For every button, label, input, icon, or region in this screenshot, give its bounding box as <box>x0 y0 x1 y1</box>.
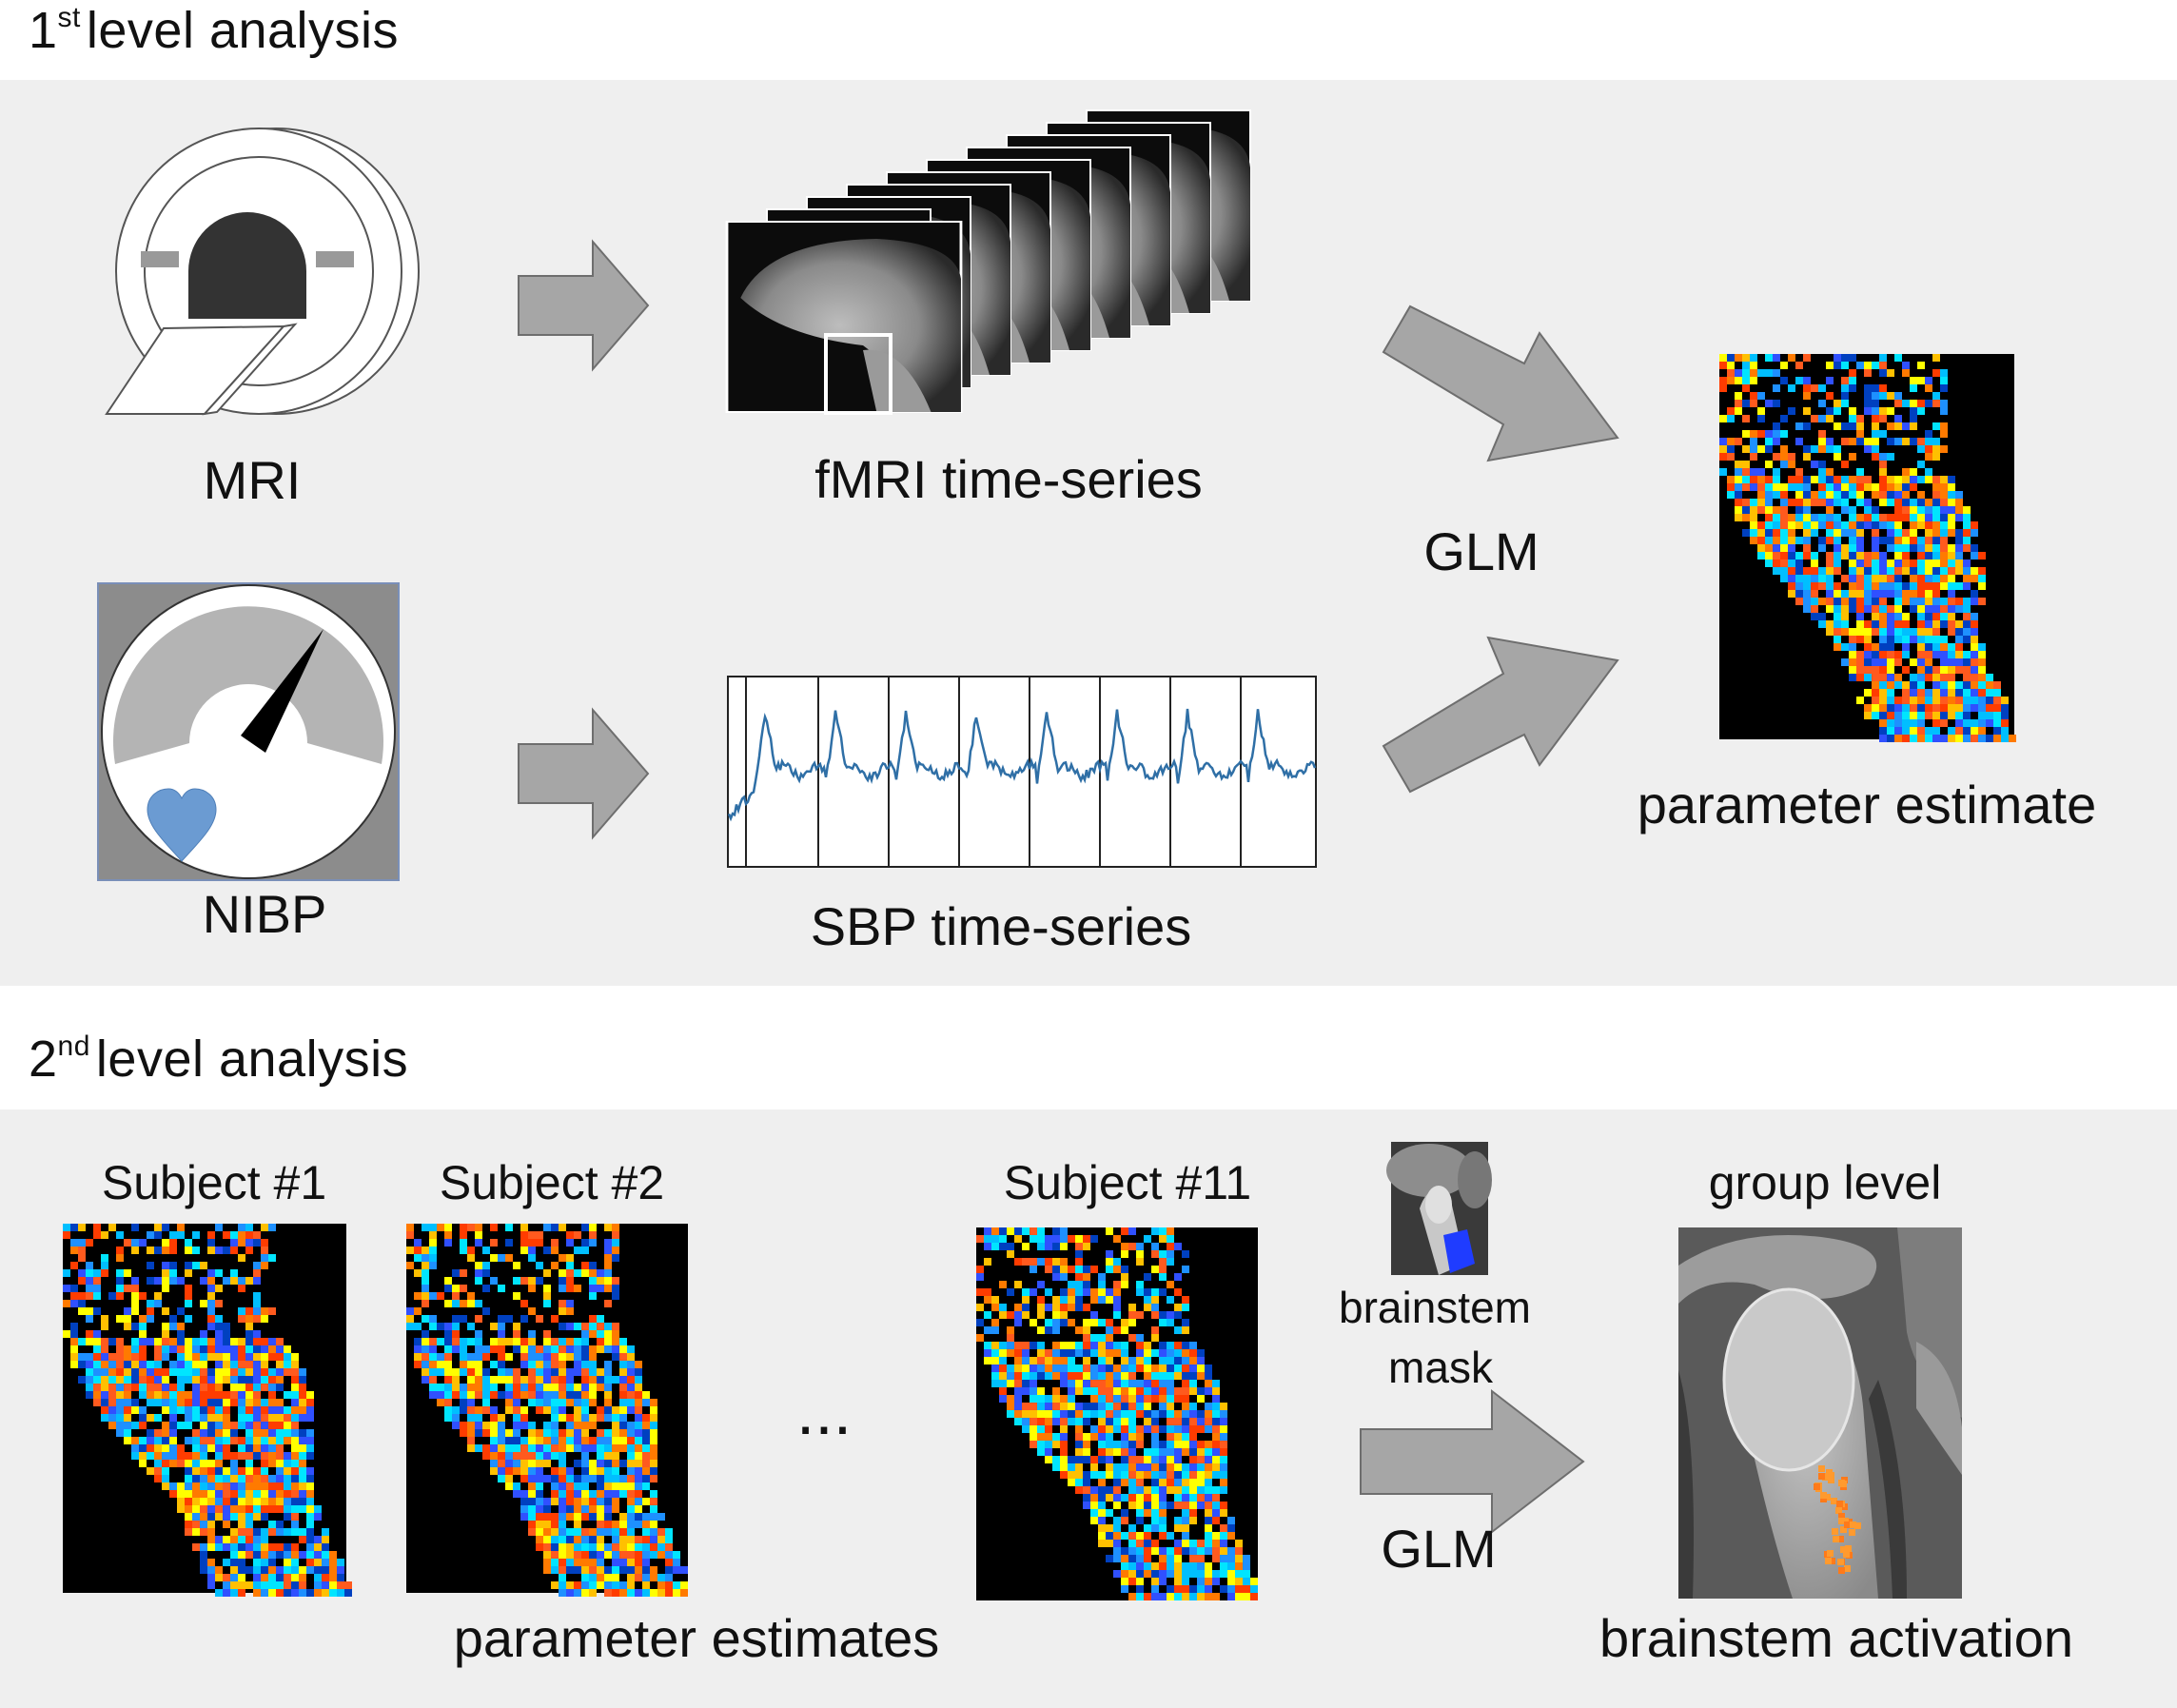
subject-1-label: Subject #1 <box>101 1156 327 1209</box>
brainstem-activation-label: brainstem activation <box>1598 1608 2074 1668</box>
mask-label-line1: brainstem <box>1339 1283 1531 1332</box>
heart-icon <box>147 788 217 862</box>
fmri-time-series-stack <box>725 109 1251 415</box>
arrow-right-icon <box>518 239 650 372</box>
sbp-trace <box>727 708 1317 822</box>
arrow-right-icon <box>1382 304 1619 462</box>
subject-2-parameter-map <box>406 1224 688 1597</box>
parameter-estimates-label: parameter estimates <box>453 1608 940 1668</box>
brainstem-mask-image <box>1386 1142 1492 1275</box>
brainstem-roi-box <box>824 333 892 415</box>
arrow-right-icon <box>1360 1388 1585 1535</box>
arrow-right-icon <box>518 707 650 840</box>
parameter-estimate-map <box>1719 354 2016 742</box>
subject-2-label: Subject #2 <box>439 1156 665 1209</box>
subject-11-parameter-map <box>976 1227 1258 1600</box>
mri-scanner-icon <box>105 128 420 416</box>
activation-cluster <box>1814 1465 1861 1574</box>
group-level-label: group level <box>1708 1156 1942 1209</box>
sbp-time-series-plot <box>727 676 1317 868</box>
blood-pressure-gauge-icon <box>97 582 400 881</box>
mri-label: MRI <box>203 450 302 510</box>
mask-label-line2: mask <box>1388 1343 1493 1392</box>
subject-1-parameter-map <box>63 1224 352 1597</box>
parameter-estimate-label: parameter estimate <box>1637 775 2097 834</box>
glm-label-level1: GLM <box>1423 521 1540 581</box>
nibp-label: NIBP <box>202 884 327 944</box>
fmri-label: fMRI time-series <box>814 449 1203 509</box>
group-level-activation-image <box>1678 1227 1962 1599</box>
subject-11-label: Subject #11 <box>1003 1156 1252 1209</box>
ellipsis: ... <box>795 1374 853 1448</box>
glm-label-level2: GLM <box>1381 1519 1497 1579</box>
sbp-label: SBP time-series <box>810 896 1192 956</box>
arrow-right-icon <box>1382 636 1619 794</box>
